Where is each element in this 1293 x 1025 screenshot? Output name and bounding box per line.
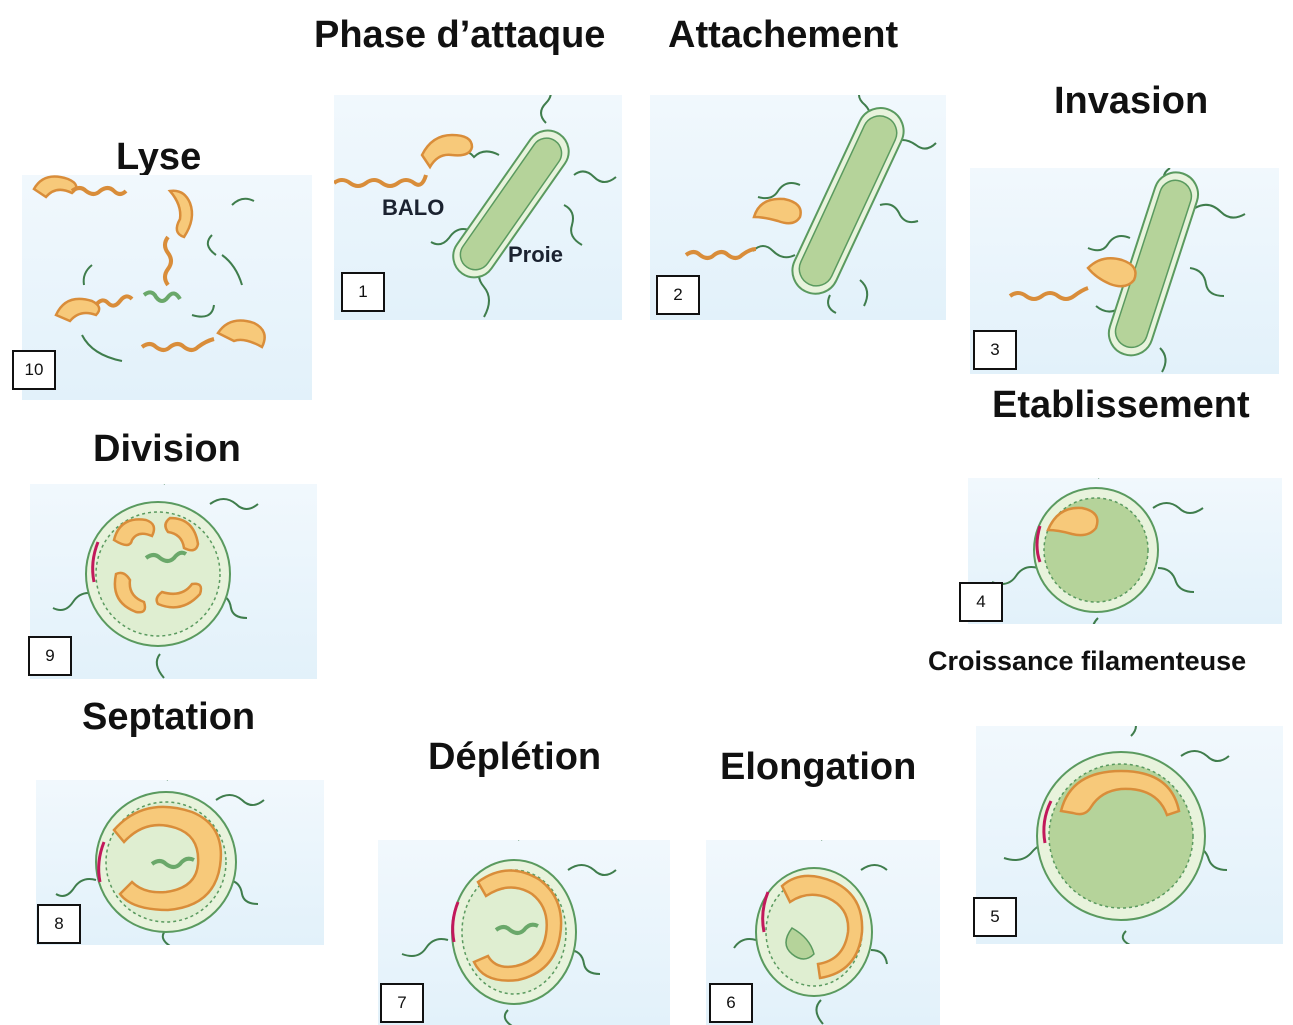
- step-number-10: 10: [12, 350, 56, 390]
- division-illustration: [30, 484, 317, 679]
- title-filamentous-growth: Croissance filamenteuse: [928, 646, 1246, 677]
- panel-filamentous-growth: [976, 726, 1283, 944]
- panel-establishment: [968, 478, 1282, 624]
- panel-division: [30, 484, 317, 679]
- title-attack-phase: Phase d’attaque: [314, 14, 605, 57]
- title-attachment: Attachement: [668, 14, 898, 57]
- step-number-3: 3: [973, 330, 1017, 370]
- title-depletion: Déplétion: [428, 736, 601, 779]
- step-number-2: 2: [656, 275, 700, 315]
- step-number-8: 8: [37, 904, 81, 944]
- filamentous-growth-illustration: [976, 726, 1283, 944]
- step-number-6: 6: [709, 983, 753, 1023]
- lysis-illustration: [22, 175, 312, 400]
- step-number-4: 4: [959, 582, 1003, 622]
- title-establishment: Etablissement: [992, 384, 1250, 427]
- title-invasion: Invasion: [1054, 80, 1208, 123]
- title-septation: Septation: [82, 696, 255, 739]
- establishment-illustration: [968, 478, 1282, 624]
- title-division: Division: [93, 428, 241, 471]
- step-number-1: 1: [341, 272, 385, 312]
- step-number-9: 9: [28, 636, 72, 676]
- title-elongation: Elongation: [720, 746, 916, 789]
- step-number-7: 7: [380, 983, 424, 1023]
- label-balo: BALO: [382, 195, 444, 221]
- step-number-5: 5: [973, 897, 1017, 937]
- panel-lysis: [22, 175, 312, 400]
- label-prey: Proie: [508, 242, 563, 268]
- title-lysis: Lyse: [116, 136, 201, 179]
